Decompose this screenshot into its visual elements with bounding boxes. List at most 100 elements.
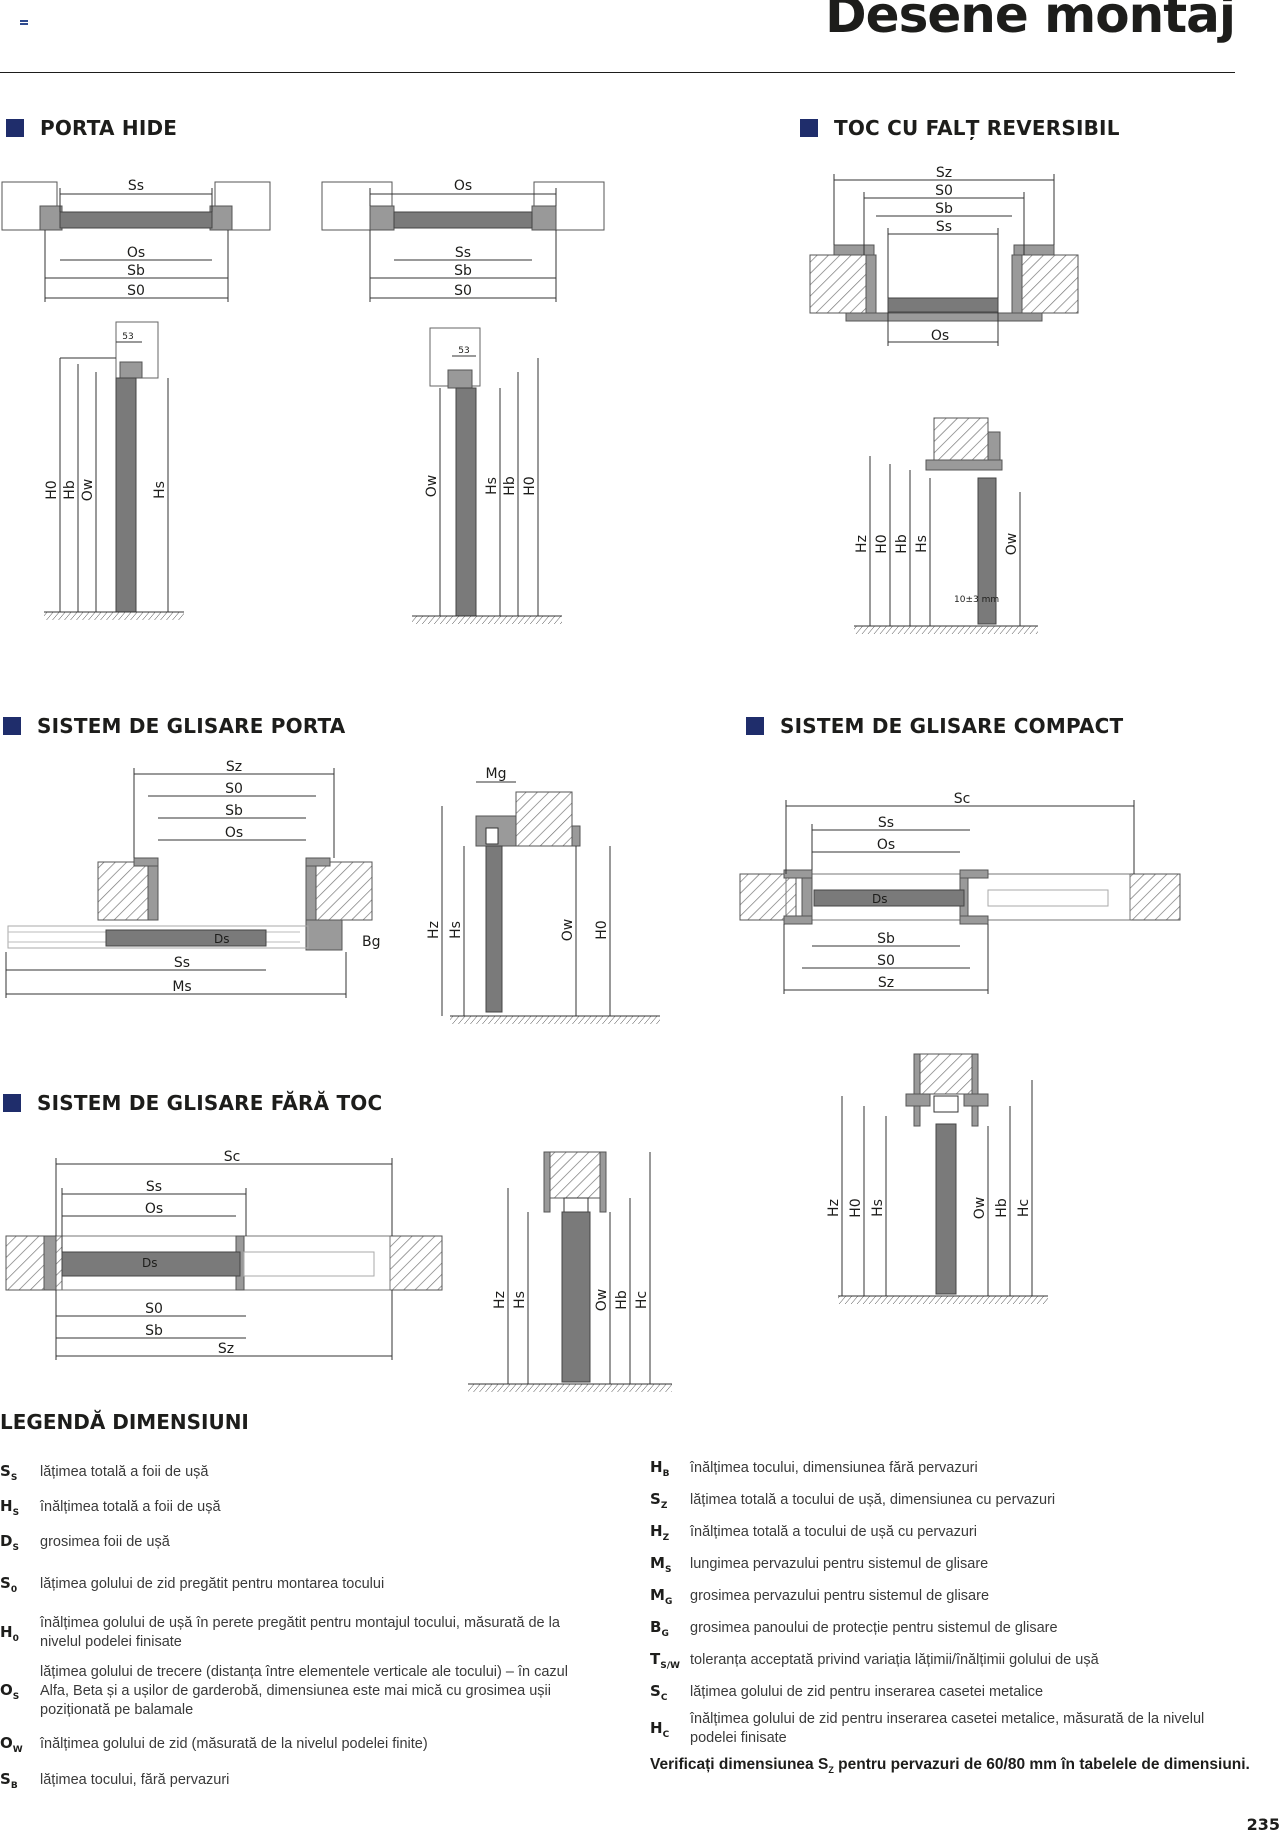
dim-label: Ss <box>146 1179 162 1195</box>
drawing-glisare-fara-toc-elevation: Hz Hs Ow Hb Hc <box>468 1151 672 1392</box>
dim-label: Ds <box>142 1256 158 1270</box>
section-title: SISTEM DE GLISARE COMPACT <box>780 714 1124 738</box>
dim-label: Sb <box>145 1323 163 1339</box>
dim-label: Hz <box>492 1291 508 1309</box>
legend-description: înălțimea totală a foii de ușă <box>40 1499 221 1515</box>
dim-label: Ow <box>80 479 96 501</box>
dim-label: 10±3 mm <box>954 595 999 605</box>
legend-symbol: H0 <box>0 1622 19 1644</box>
drawing-glisare-fara-toc-plan: Sc Ss Os Ds S0 Sb Sz <box>5 1149 443 1360</box>
legend-item: HS înălțimea totală a foii de ușă <box>0 1497 600 1518</box>
dim-label: Os <box>127 245 145 261</box>
drawing-glisare-compact-plan: Sc Ss Os Ds Sb S0 Sz <box>739 791 1181 994</box>
legend-symbol: S0 <box>0 1574 18 1595</box>
dim-label: Ow <box>972 1197 988 1219</box>
dim-label: Ss <box>936 219 952 235</box>
dim-label: H0 <box>874 534 890 553</box>
section-glisare-porta: SISTEM DE GLISARE PORTA <box>3 714 346 738</box>
legend-description: lățimea tocului, fără pervazuri <box>40 1772 230 1788</box>
legend-symbol: SS <box>0 1462 18 1483</box>
legend-description: toleranța acceptată privind variația lăț… <box>690 1652 1099 1668</box>
header-mark <box>20 20 28 25</box>
legend-description: grosimea panoului de protecție pentru si… <box>690 1620 1058 1636</box>
section-bullet-icon <box>6 119 24 137</box>
dim-label: Os <box>145 1201 163 1217</box>
legend-description: înălțimea golului de ușă în perete pregă… <box>40 1615 560 1650</box>
legend-symbol: OW <box>0 1734 23 1755</box>
dim-label: Ow <box>560 919 576 941</box>
drawing-porta-hide-plan-2: Os Ss Sb S0 <box>321 178 605 302</box>
legend-item: MS lungimea pervazului pentru sistemul d… <box>650 1554 1250 1575</box>
legend-description: înălțimea golului de zid (măsurată de la… <box>40 1736 428 1752</box>
dim-label: Os <box>931 328 949 344</box>
dim-label: Hs <box>448 921 464 939</box>
drawing-porta-hide-elevation-2: 53 Ow Hs Hb H0 <box>412 327 562 624</box>
drawing-porta-hide-elevation-1: 53 H0 Hb Ow Hs <box>44 321 184 620</box>
legend-symbol: SZ <box>650 1490 668 1511</box>
legend-description: lățimea totală a foii de ușă <box>40 1464 209 1480</box>
dim-label: S0 <box>145 1301 163 1317</box>
dim-label: 53 <box>122 332 133 342</box>
dim-label: Hs <box>914 535 930 553</box>
dim-label: Ms <box>172 979 191 995</box>
legend-description: înălțimea golului de zid pentru inserare… <box>690 1711 1205 1746</box>
page-number: 235 <box>1246 1815 1280 1834</box>
section-title: PORTA HIDE <box>40 116 178 140</box>
dim-label: S0 <box>877 953 895 969</box>
legend-item: HZ înălțimea totală a tocului de ușă cu … <box>650 1522 1250 1543</box>
dim-label: H0 <box>848 1198 864 1217</box>
dim-label: Hs <box>512 1291 528 1309</box>
drawing-glisare-porta-plan: Sz S0 Sb Os Ds Bg Ss Ms <box>5 759 381 998</box>
dim-label: Hc <box>634 1291 650 1309</box>
dim-label: Hz <box>426 921 442 939</box>
dim-label: Os <box>225 825 243 841</box>
dim-label: Ow <box>424 475 440 497</box>
dim-label: Mg <box>486 766 507 782</box>
dim-label: Sb <box>127 263 145 279</box>
legend-item: OW înălțimea golului de zid (măsurată de… <box>0 1734 600 1755</box>
dim-label: S0 <box>454 283 472 299</box>
drawing-glisare-porta-elevation: Mg Hz Hs Ow H0 <box>426 766 660 1024</box>
legend-item: SB lățimea tocului, fără pervazuri <box>0 1770 600 1791</box>
section-title: TOC CU FALȚ REVERSIBIL <box>834 116 1120 140</box>
drawing-porta-hide-plan-1: Ss Os Sb S0 <box>1 178 271 302</box>
legend-symbol: BG <box>650 1618 669 1639</box>
dim-label: Ss <box>174 955 190 971</box>
dim-label: Hz <box>826 1199 842 1217</box>
legend-item: S0 lățimea golului de zid pregătit pentr… <box>0 1574 600 1595</box>
dim-label: Sz <box>936 165 952 181</box>
legend-symbol: OS <box>0 1681 20 1702</box>
legend-symbol: MS <box>650 1554 672 1575</box>
legend-symbol: HC <box>650 1718 670 1740</box>
dim-label: Hb <box>614 1290 630 1310</box>
section-bullet-icon <box>3 1094 21 1112</box>
dim-label: Sz <box>218 1341 234 1357</box>
dim-label: Hs <box>152 481 168 499</box>
drawing-toc-falt-plan: Sz S0 Sb Ss Os <box>809 165 1079 346</box>
dim-label: Ow <box>1004 533 1020 555</box>
legend-item: OS lățimea golului de trecere (distanța … <box>0 1663 600 1720</box>
dim-label: Sb <box>935 201 953 217</box>
dim-label: Hb <box>62 480 78 500</box>
legend-symbol: HS <box>0 1497 20 1518</box>
legend-description: grosimea foii de ușă <box>40 1534 170 1550</box>
dim-label: Sb <box>454 263 472 279</box>
dim-label: Sb <box>225 803 243 819</box>
legend-item: HC înălțimea golului de zid pentru inser… <box>650 1710 1250 1748</box>
section-bullet-icon <box>746 717 764 735</box>
section-glisare-fara-toc: SISTEM DE GLISARE FĂRĂ TOC <box>3 1091 382 1115</box>
drawing-glisare-compact-elevation: Hz H0 Hs Ow Hb Hc <box>826 1053 1048 1304</box>
dim-label: Hb <box>502 476 518 496</box>
dim-label: Sc <box>224 1149 241 1165</box>
legend-symbol: MG <box>650 1586 673 1607</box>
dim-label: Sz <box>878 975 894 991</box>
legend-title: LEGENDĂ DIMENSIUNI <box>0 1410 249 1434</box>
legend-item: H0 înălțimea golului de ușă în perete pr… <box>0 1614 600 1652</box>
legend-description: lățimea totală a tocului de ușă, dimensi… <box>690 1492 1056 1508</box>
section-title: SISTEM DE GLISARE FĂRĂ TOC <box>37 1091 383 1115</box>
dim-label: Ow <box>594 1289 610 1311</box>
legend-description: înălțimea totală a tocului de ușă cu per… <box>690 1524 977 1540</box>
legend-symbol: SC <box>650 1682 668 1703</box>
dim-label: H0 <box>594 920 610 939</box>
dim-label: 53 <box>458 346 469 356</box>
